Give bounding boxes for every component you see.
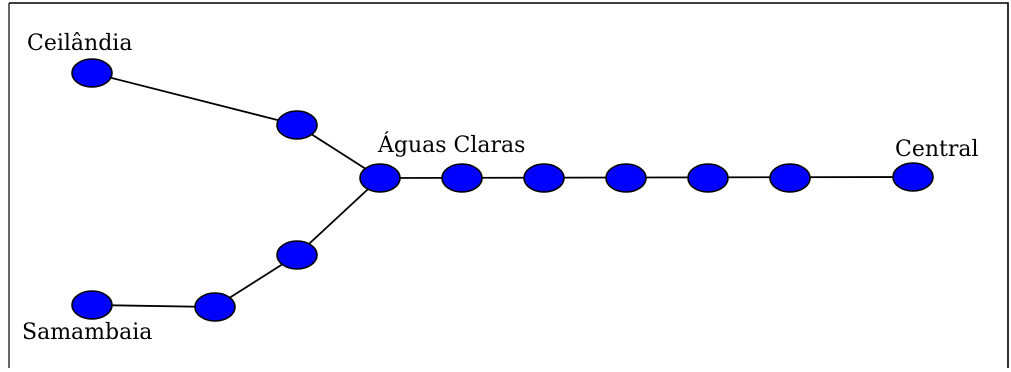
- station-samambaia-branch-3: [276, 240, 318, 270]
- diagram-frame: [9, 2, 1009, 368]
- station-samambaia: [71, 290, 113, 320]
- station-samambaia-branch-2: [194, 292, 236, 322]
- label-central: Central: [895, 137, 979, 162]
- station-main-3: [605, 163, 647, 193]
- station-ceilandia: [71, 58, 113, 88]
- label-samambaia: Samambaia: [22, 320, 152, 345]
- station-main-2: [523, 163, 565, 193]
- label-ceilandia: Ceilândia: [27, 31, 132, 56]
- station-ceilandia-branch-2: [276, 110, 318, 140]
- station-main-1: [441, 163, 483, 193]
- track-segment: [91, 72, 298, 126]
- station-main-5: [769, 163, 811, 193]
- station-main-4: [687, 163, 729, 193]
- stations: [71, 58, 934, 322]
- label-aguas-claras: Águas Claras: [377, 131, 525, 158]
- station-central: [892, 162, 934, 192]
- station-aguas-claras: [359, 163, 401, 193]
- track-segment: [296, 177, 381, 256]
